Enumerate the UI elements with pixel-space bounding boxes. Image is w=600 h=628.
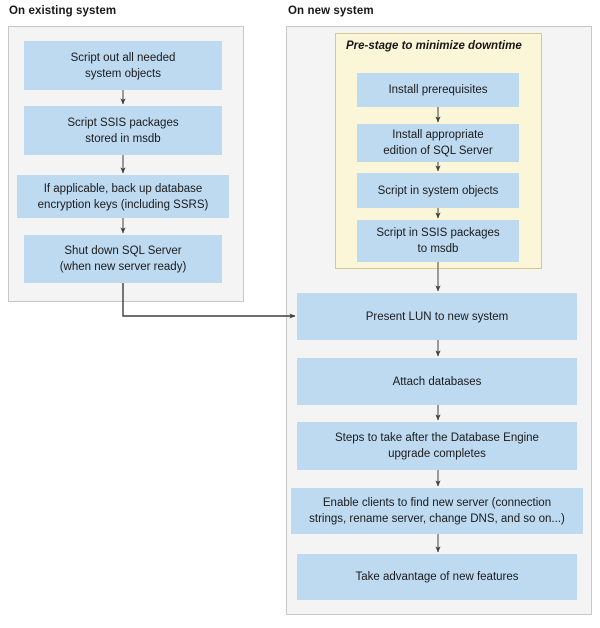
node-line-2: strings, rename server, change DNS, and …	[309, 513, 565, 525]
node-line-1: Steps to take after the Database Engine	[335, 432, 539, 444]
node-line-2: system objects	[84, 67, 162, 80]
node-script-in-system-objects[interactable]: Script in system objects	[357, 173, 519, 208]
node-line-1: Enable clients to find new server (conne…	[322, 497, 552, 509]
node-shut-down-sql-server[interactable]: Shut down SQL Server (when new server re…	[24, 235, 222, 283]
column-heading-new-system: On new system	[288, 5, 374, 17]
node-line-1: Install appropriate	[392, 129, 484, 141]
node-line-1: Present LUN to new system	[365, 310, 509, 323]
node-line-1: Script out all needed	[70, 51, 176, 64]
node-line-1: Script SSIS packages	[67, 116, 179, 129]
node-line-2: stored in msdb	[85, 132, 161, 145]
node-script-out-system-objects[interactable]: Script out all needed system objects	[24, 41, 222, 90]
node-install-prerequisites[interactable]: Install prerequisites	[357, 73, 519, 107]
node-install-sql-server-edition[interactable]: Install appropriate edition of SQL Serve…	[357, 124, 519, 162]
node-line-1: Attach databases	[392, 375, 482, 388]
column-heading-existing-system: On existing system	[9, 5, 117, 17]
node-line-2: to msdb	[417, 243, 459, 255]
node-line-1: If applicable, back up database	[43, 182, 203, 195]
node-line-1: Take advantage of new features	[355, 571, 519, 583]
node-line-1: Script in system objects	[377, 184, 499, 197]
node-attach-databases[interactable]: Attach databases	[297, 358, 577, 405]
group-prestage-title: Pre-stage to minimize downtime	[346, 40, 522, 52]
node-line-1: Script in SSIS packages	[376, 227, 500, 239]
node-post-upgrade-steps[interactable]: Steps to take after the Database Engine …	[297, 422, 577, 470]
node-line-2: edition of SQL Server	[383, 145, 493, 157]
node-take-advantage-new-features[interactable]: Take advantage of new features	[297, 554, 577, 600]
node-line-2: upgrade completes	[388, 448, 486, 460]
node-script-in-ssis-packages-to-msdb[interactable]: Script in SSIS packages to msdb	[357, 220, 519, 262]
node-line-1: Shut down SQL Server	[64, 245, 182, 257]
node-backup-encryption-keys[interactable]: If applicable, back up database encrypti…	[17, 175, 229, 218]
node-enable-clients-find-new-server[interactable]: Enable clients to find new server (conne…	[291, 488, 583, 534]
node-line-2: encryption keys (including SSRS)	[37, 198, 209, 211]
node-script-ssis-packages[interactable]: Script SSIS packages stored in msdb	[24, 106, 222, 155]
node-line-1: Install prerequisites	[388, 84, 488, 96]
node-line-2: (when new server ready)	[59, 261, 187, 273]
node-present-lun-to-new-system[interactable]: Present LUN to new system	[297, 293, 577, 340]
